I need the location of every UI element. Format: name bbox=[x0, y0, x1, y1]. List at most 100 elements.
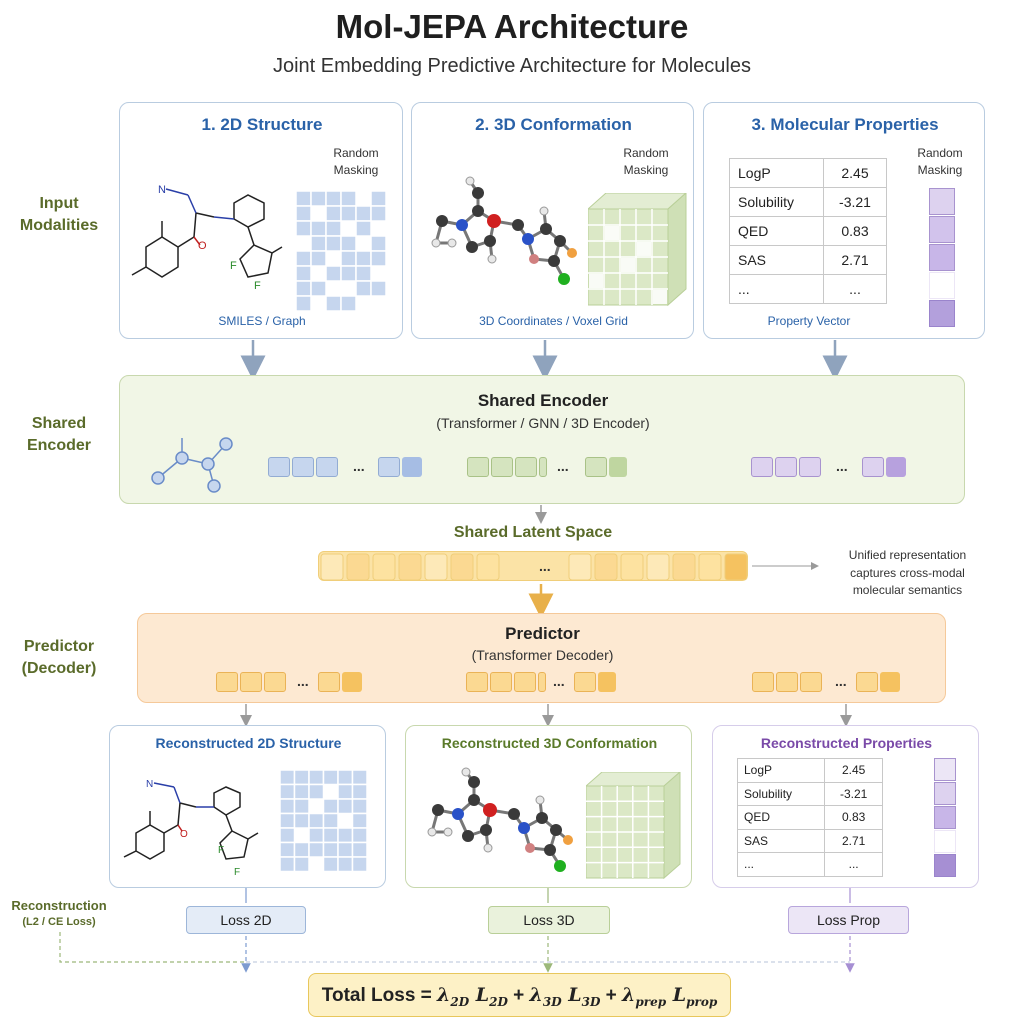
molecule-2d-icon: N O F F bbox=[131, 184, 283, 292]
property-name: LogP bbox=[736, 758, 826, 783]
encoder-dots-3: ... bbox=[836, 458, 848, 474]
property-mask-vector bbox=[929, 188, 955, 328]
loss-3d-box: Loss 3D bbox=[488, 906, 610, 934]
row-label-reconstruction: Reconstruction (L2 / CE Loss) bbox=[0, 898, 118, 930]
shared-encoder-block: Shared Encoder (Transformer / GNN / 3D E… bbox=[119, 375, 965, 504]
property-value: ... bbox=[824, 852, 883, 877]
masked-grid-2d bbox=[295, 190, 388, 312]
graph-network-icon bbox=[151, 437, 233, 493]
recon-atom-n-label: N bbox=[146, 779, 153, 790]
recon-3d-title: Reconstructed 3D Conformation bbox=[441, 735, 658, 751]
property-value: 2.45 bbox=[823, 158, 887, 188]
recon-atom-f-label-2: F bbox=[234, 867, 240, 878]
table-row: Solubility-3.21 bbox=[736, 781, 883, 806]
atom-n-label: N bbox=[158, 184, 166, 196]
input-2d-title: 1. 2D Structure bbox=[201, 115, 323, 134]
input-panel-2d: 1. 2D Structure Random Masking N O F F bbox=[119, 102, 403, 339]
table-row: ...... bbox=[728, 274, 887, 304]
encoder-title: Shared Encoder bbox=[477, 391, 609, 410]
recon-panel-2d: Reconstructed 2D Structure N O F F bbox=[109, 725, 386, 888]
recon-property-vector bbox=[934, 758, 956, 878]
property-name: QED bbox=[736, 805, 826, 830]
total-loss-prefix: Total Loss = bbox=[321, 985, 438, 1006]
table-row: Solubility-3.21 bbox=[728, 187, 887, 217]
property-name: SAS bbox=[728, 245, 825, 275]
recon-props-title: Reconstructed Properties bbox=[760, 735, 933, 751]
total-loss-formula: Total Loss = λ2D L2D + λ3D L3D + λprep L… bbox=[308, 973, 731, 1017]
input-panel-3d: 2. 3D Conformation Random Masking bbox=[411, 102, 694, 339]
latent-note: Unified representation captures cross-mo… bbox=[820, 547, 995, 600]
predictor-dots-3: ... bbox=[835, 673, 847, 689]
input-3d-title: 2. 3D Conformation bbox=[475, 115, 632, 134]
input-props-caption: Property Vector bbox=[767, 314, 851, 328]
predictor-dots-2: ... bbox=[553, 673, 565, 689]
molecule-3d-icon bbox=[431, 176, 577, 285]
property-name: Solubility bbox=[736, 781, 826, 806]
lambda-sub-prop: prep bbox=[635, 994, 667, 1009]
page-subtitle: Joint Embedding Predictive Architecture … bbox=[272, 55, 751, 77]
loss-2d-box: Loss 2D bbox=[186, 906, 306, 934]
property-name: QED bbox=[728, 216, 825, 246]
recon-atom-o-label: O bbox=[180, 829, 188, 840]
predictor-block: Predictor (Transformer Decoder) ... ... … bbox=[137, 613, 946, 703]
latent-space-label: Shared Latent Space bbox=[453, 524, 613, 541]
predictor-dots-1: ... bbox=[297, 673, 309, 689]
input-panel-properties: 3. Molecular Properties Random Masking L… bbox=[703, 102, 985, 339]
encoder-dots-1: ... bbox=[353, 458, 365, 474]
loss-prop-box: Loss Prop bbox=[788, 906, 909, 934]
latent-dots: ... bbox=[539, 558, 551, 574]
recon-voxel-grid-3d bbox=[586, 772, 681, 880]
loss-sub-prop: prop bbox=[686, 994, 718, 1009]
row-label-predictor: Predictor (Decoder) bbox=[21, 638, 97, 677]
latent-note-line-2: captures cross-modal bbox=[850, 565, 965, 580]
encoder-dots-2: ... bbox=[557, 458, 569, 474]
property-value: -3.21 bbox=[824, 781, 883, 806]
reconstruction-label: Reconstruction bbox=[11, 898, 107, 913]
loss-sub-3d: 3D bbox=[581, 994, 601, 1009]
masking-label-2d: Random Masking bbox=[333, 146, 379, 177]
reconstruction-sublabel: (L2 / CE Loss) bbox=[22, 916, 96, 928]
property-name: Solubility bbox=[728, 187, 825, 217]
property-value: 0.83 bbox=[824, 805, 883, 830]
lambda-sub-3d: 3D bbox=[542, 994, 562, 1009]
lambda-sub-2d: 2D bbox=[450, 994, 470, 1009]
atom-f-label-2: F bbox=[254, 280, 261, 292]
recon-molecule-3d-icon bbox=[427, 767, 573, 872]
property-value: 0.83 bbox=[823, 216, 887, 246]
voxel-grid-3d bbox=[588, 193, 687, 307]
page-title: Mol-JEPA Architecture bbox=[335, 8, 689, 45]
property-value: 2.45 bbox=[824, 758, 883, 783]
encoder-subtitle: (Transformer / GNN / 3D Encoder) bbox=[436, 415, 650, 431]
recon-molecule-2d-icon: N O F F bbox=[123, 779, 259, 878]
atom-o-label: O bbox=[198, 240, 207, 252]
property-name: SAS bbox=[736, 828, 826, 853]
property-value: 2.71 bbox=[823, 245, 887, 275]
property-name: ... bbox=[728, 274, 825, 304]
loss-sub-2d: 2D bbox=[489, 994, 508, 1009]
recon-grid-2d bbox=[280, 770, 368, 873]
property-name: ... bbox=[736, 852, 826, 877]
recon-atom-f-label-1: F bbox=[218, 845, 224, 856]
latent-note-line-3: molecular semantics bbox=[852, 583, 963, 597]
recon-panel-3d: Reconstructed 3D Conformation bbox=[405, 725, 692, 888]
latent-space-bar: ... bbox=[318, 551, 748, 581]
masking-label-3d: Random Masking bbox=[623, 146, 669, 177]
property-value: 2.71 bbox=[824, 828, 883, 853]
row-label-encoder: Shared Encoder bbox=[26, 415, 91, 454]
table-row: ...... bbox=[736, 852, 883, 877]
property-name: LogP bbox=[728, 158, 825, 188]
masking-label-props: Random Masking bbox=[917, 146, 963, 177]
input-props-title: 3. Molecular Properties bbox=[751, 115, 939, 134]
latent-note-line-1: Unified representation bbox=[848, 548, 967, 562]
recon-2d-title: Reconstructed 2D Structure bbox=[155, 735, 342, 751]
row-label-input: Input Modalities bbox=[19, 195, 99, 234]
input-2d-caption: SMILES / Graph bbox=[218, 314, 306, 328]
